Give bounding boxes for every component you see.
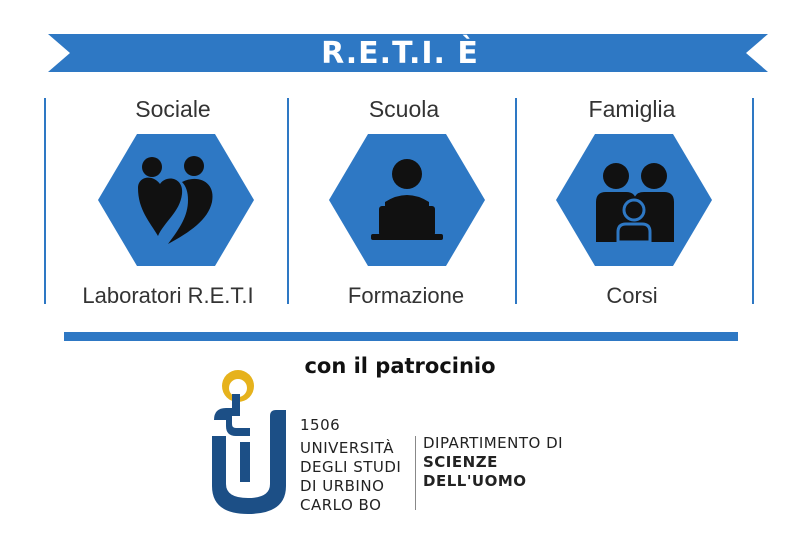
university-line: DEGLI STUDI [300,458,402,476]
logo-separator [415,436,416,510]
banner-ribbon [48,34,768,72]
column-sociale-title: Sociale [135,96,211,122]
family-icon [556,134,712,266]
university-line: DI URBINO [300,477,385,495]
column-famiglia-title: Famiglia [588,96,676,122]
column-separator [515,98,517,304]
department-line: DIPARTIMENTO DI [423,434,564,452]
column-scuola-title: Scuola [368,96,440,122]
university-year: 1506 [300,416,341,434]
banner-title: R.E.T.I. È [321,36,479,71]
patrocinio-heading: con il patrocinio [304,354,496,378]
column-separator [752,98,754,304]
person-laptop-icon [329,134,485,266]
column-famiglia-subtitle: Corsi [606,283,658,308]
urbino-university-logo [212,370,286,514]
column-separator [287,98,289,304]
column-scuola-subtitle: Formazione [347,283,465,308]
horizontal-divider [64,332,738,341]
department-line: SCIENZE [423,453,498,471]
column-separator [44,98,46,304]
department-line: DELL'UOMO [423,472,527,490]
hearts-people-icon [98,134,254,266]
university-line: UNIVERSITÀ [300,439,394,457]
column-sociale-subtitle: Laboratori R.E.T.I [82,283,254,308]
university-line: CARLO BO [300,496,382,514]
